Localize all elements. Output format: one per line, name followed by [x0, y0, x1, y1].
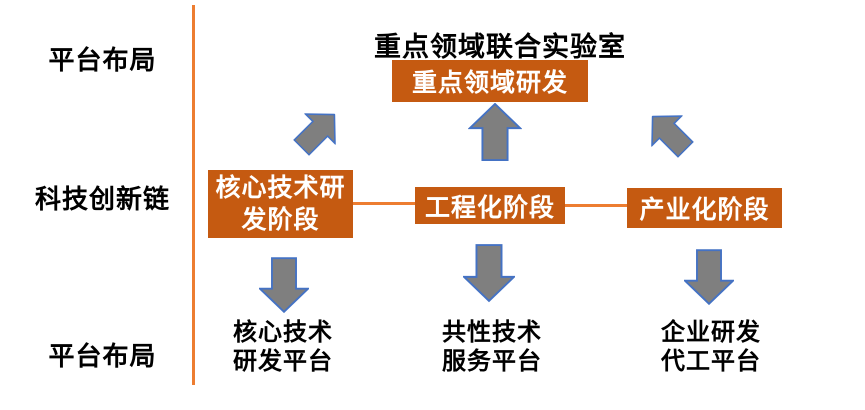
left-label-platform-layout-bottom: 平台布局	[48, 341, 157, 371]
down-arrow-icon-2	[463, 244, 515, 303]
left-label-sci-tech-innovation-chain: 科技创新链	[34, 184, 170, 214]
platform-line: 核心技术	[233, 319, 333, 346]
platform-line: 服务平台	[442, 348, 542, 375]
platform-line: 共性技术	[442, 319, 542, 346]
stage-box-engineering: 工程化阶段	[415, 187, 565, 224]
platform-line: 代工平台	[661, 348, 761, 375]
up-arrow-icon	[468, 103, 522, 161]
down-arrow-icon-3	[684, 249, 734, 306]
vertical-divider-line	[192, 5, 195, 385]
up-left-arrow-icon	[651, 115, 694, 158]
up-right-arrow-icon	[293, 113, 336, 156]
stage-box-core-tech-rd: 核心技术研发阶段	[208, 170, 353, 238]
joint-laboratory-title: 重点领域联合实验室	[374, 32, 626, 62]
platform-label-core-tech-rd: 核心技术 研发平台	[193, 318, 373, 376]
stage-connector-1	[353, 202, 415, 205]
down-arrow-icon-1	[259, 257, 309, 314]
platform-label-common-tech-service: 共性技术 服务平台	[402, 318, 582, 376]
platform-line: 研发平台	[233, 348, 333, 375]
left-label-platform-layout-top: 平台布局	[48, 45, 157, 75]
stage-box-industrialization: 产业化阶段	[627, 188, 782, 228]
key-field-rd-box: 重点领域研发	[392, 60, 588, 102]
platform-label-enterprise-rd-foundry: 企业研发 代工平台	[621, 318, 801, 376]
stage-connector-2	[565, 204, 627, 207]
platform-line: 企业研发	[661, 319, 761, 346]
